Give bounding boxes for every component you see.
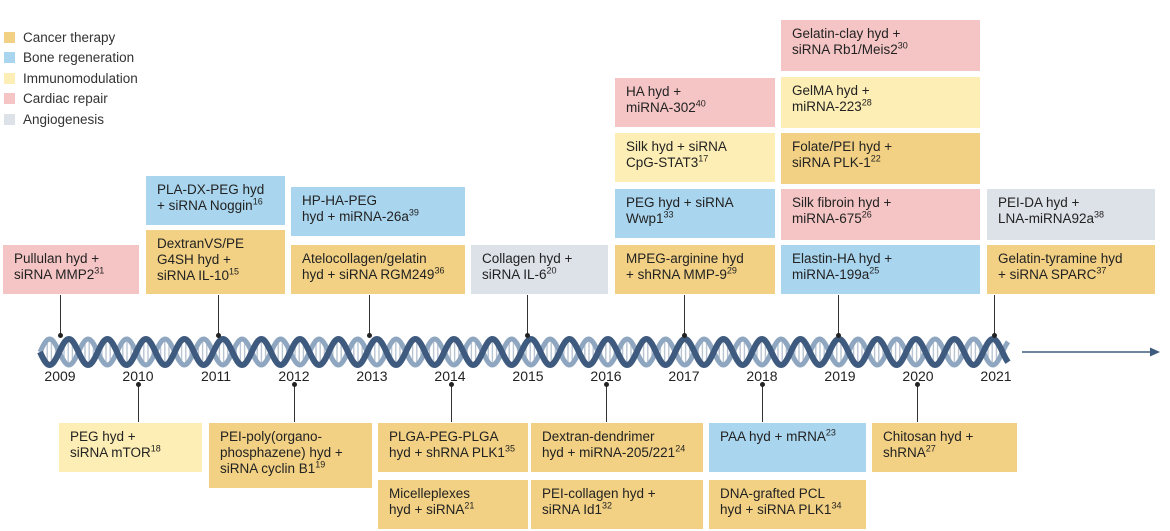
timeline-box-silk-fibroin: Silk fibroin hyd + miRNA-67526 [781, 189, 980, 240]
year-label: 2019 [824, 368, 856, 384]
legend-item-cancer: Cancer therapy [4, 27, 138, 48]
timeline-box-plga-peg-plga: PLGA-PEG-PLGA hyd + shRNA PLK135 [378, 423, 528, 472]
year-label: 2009 [44, 368, 76, 384]
timeline-box-elastin-ha: Elastin-HA hyd + miRNA-199a25 [781, 245, 980, 294]
legend: Cancer therapy Bone regeneration Immunom… [4, 27, 138, 130]
connector-dot [216, 333, 221, 338]
legend-label: Cardiac repair [23, 91, 108, 107]
year-label: 2011 [200, 368, 232, 384]
timeline-box-ha-hyd: HA hyd + miRNA-30240 [615, 78, 775, 127]
timeline-box-peg-hyd: PEG hyd + siRNA Wwp133 [615, 189, 775, 238]
year-label: 2010 [122, 368, 154, 384]
timeline-box-mpeg-arginine: MPEG-arginine hyd + shRNA MMP-929 [615, 245, 775, 294]
year-label: 2014 [434, 368, 466, 384]
timeline-box-collagen: Collagen hyd + siRNA IL-620 [471, 245, 608, 294]
timeline-box-folate-pei: Folate/PEI hyd + siRNA PLK-122 [781, 133, 980, 184]
connector-line [60, 295, 61, 335]
timeline-box-hp-ha-peg: HP-HA-PEG hyd + miRNA-26a39 [291, 187, 465, 236]
connector-dot [136, 382, 141, 387]
legend-swatch [4, 113, 15, 125]
timeline-box-gelma: GelMA hyd + miRNA-22328 [781, 77, 980, 128]
timeline-box-chitosan: Chitosan hyd + shRNA27 [872, 423, 1017, 472]
legend-item-bone: Bone regeneration [4, 48, 138, 69]
timeline-box-dextranvs: DextranVS/PE G4SH hyd + siRNA IL-1015 [146, 230, 285, 294]
legend-label: Immunomodulation [23, 70, 138, 86]
timeline-box-paa-mrna: PAA hyd + mRNA23 [709, 423, 866, 472]
legend-label: Angiogenesis [23, 111, 105, 127]
legend-item-angio: Angiogenesis [4, 109, 138, 130]
legend-swatch [4, 52, 15, 64]
legend-label: Bone regeneration [23, 50, 135, 66]
connector-dot [525, 333, 530, 338]
legend-swatch [4, 72, 15, 84]
connector-line [762, 384, 763, 422]
connector-dot [992, 333, 997, 338]
legend-label: Cancer therapy [23, 29, 116, 45]
connector-line [369, 295, 370, 335]
helix-strand-back [37, 336, 1011, 368]
timeline-box-pei-collagen: PEI-collagen hyd + siRNA Id132 [531, 480, 703, 529]
year-label: 2017 [668, 368, 700, 384]
legend-swatch [4, 93, 15, 105]
year-label: 2015 [512, 368, 544, 384]
connector-dot [760, 382, 765, 387]
connector-dot [604, 382, 609, 387]
timeline-box-gelatin-clay: Gelatin-clay hyd + siRNA Rb1/Meis230 [781, 20, 980, 71]
timeline-box-micelleplexes: Micelleplexes hyd + siRNA21 [378, 480, 528, 529]
legend-item-cardiac: Cardiac repair [4, 89, 138, 110]
timeline-box-silk-hyd: Silk hyd + siRNA CpG-STAT317 [615, 133, 775, 182]
timeline-arrow-head [1150, 347, 1160, 357]
connector-line [138, 384, 139, 422]
connector-dot [367, 333, 372, 338]
legend-swatch [4, 31, 15, 43]
year-label: 2018 [746, 368, 778, 384]
timeline-box-dna-grafted-pcl: DNA-grafted PCL hyd + siRNA PLK134 [709, 480, 866, 529]
connector-line [838, 295, 839, 335]
timeline-box-peg-mtor: PEG hyd + siRNA mTOR18 [59, 423, 202, 472]
timeline-box-dextran-dendrimer: Dextran-dendrimer hyd + miRNA-205/22124 [531, 423, 703, 472]
connector-line [451, 384, 452, 422]
timeline-box-gelatin-tyramine: Gelatin-tyramine hyd + siRNA SPARC37 [987, 245, 1155, 294]
connector-line [994, 295, 995, 335]
connector-line [527, 295, 528, 335]
year-label: 2012 [278, 368, 310, 384]
connector-dot [682, 333, 687, 338]
year-label: 2016 [590, 368, 622, 384]
connector-dot [58, 333, 63, 338]
connector-dot [449, 382, 454, 387]
year-label: 2013 [356, 368, 388, 384]
connector-dot [292, 382, 297, 387]
timeline-box-pei-polyorganophosphazene: PEI-poly(organo- phosphazene) hyd + siRN… [209, 423, 372, 488]
year-label: 2020 [902, 368, 934, 384]
legend-item-immuno: Immunomodulation [4, 68, 138, 89]
connector-line [606, 384, 607, 422]
connector-line [684, 295, 685, 335]
timeline-box-atelocollagen: Atelocollagen/gelatin hyd + siRNA RGM249… [291, 245, 465, 294]
connector-line [218, 295, 219, 335]
connector-line [917, 384, 918, 422]
timeline-box-pullulan: Pullulan hyd + siRNA MMP231 [3, 245, 139, 294]
helix-strand-front [37, 335, 1011, 369]
connector-line [294, 384, 295, 422]
year-label: 2021 [980, 368, 1012, 384]
connector-dot [915, 382, 920, 387]
timeline-box-pla-dx-peg: PLA-DX-PEG hyd + siRNA Noggin16 [146, 176, 285, 225]
timeline-box-pei-da: PEI-DA hyd + LNA-miRNA92a38 [987, 189, 1155, 240]
connector-dot [836, 333, 841, 338]
